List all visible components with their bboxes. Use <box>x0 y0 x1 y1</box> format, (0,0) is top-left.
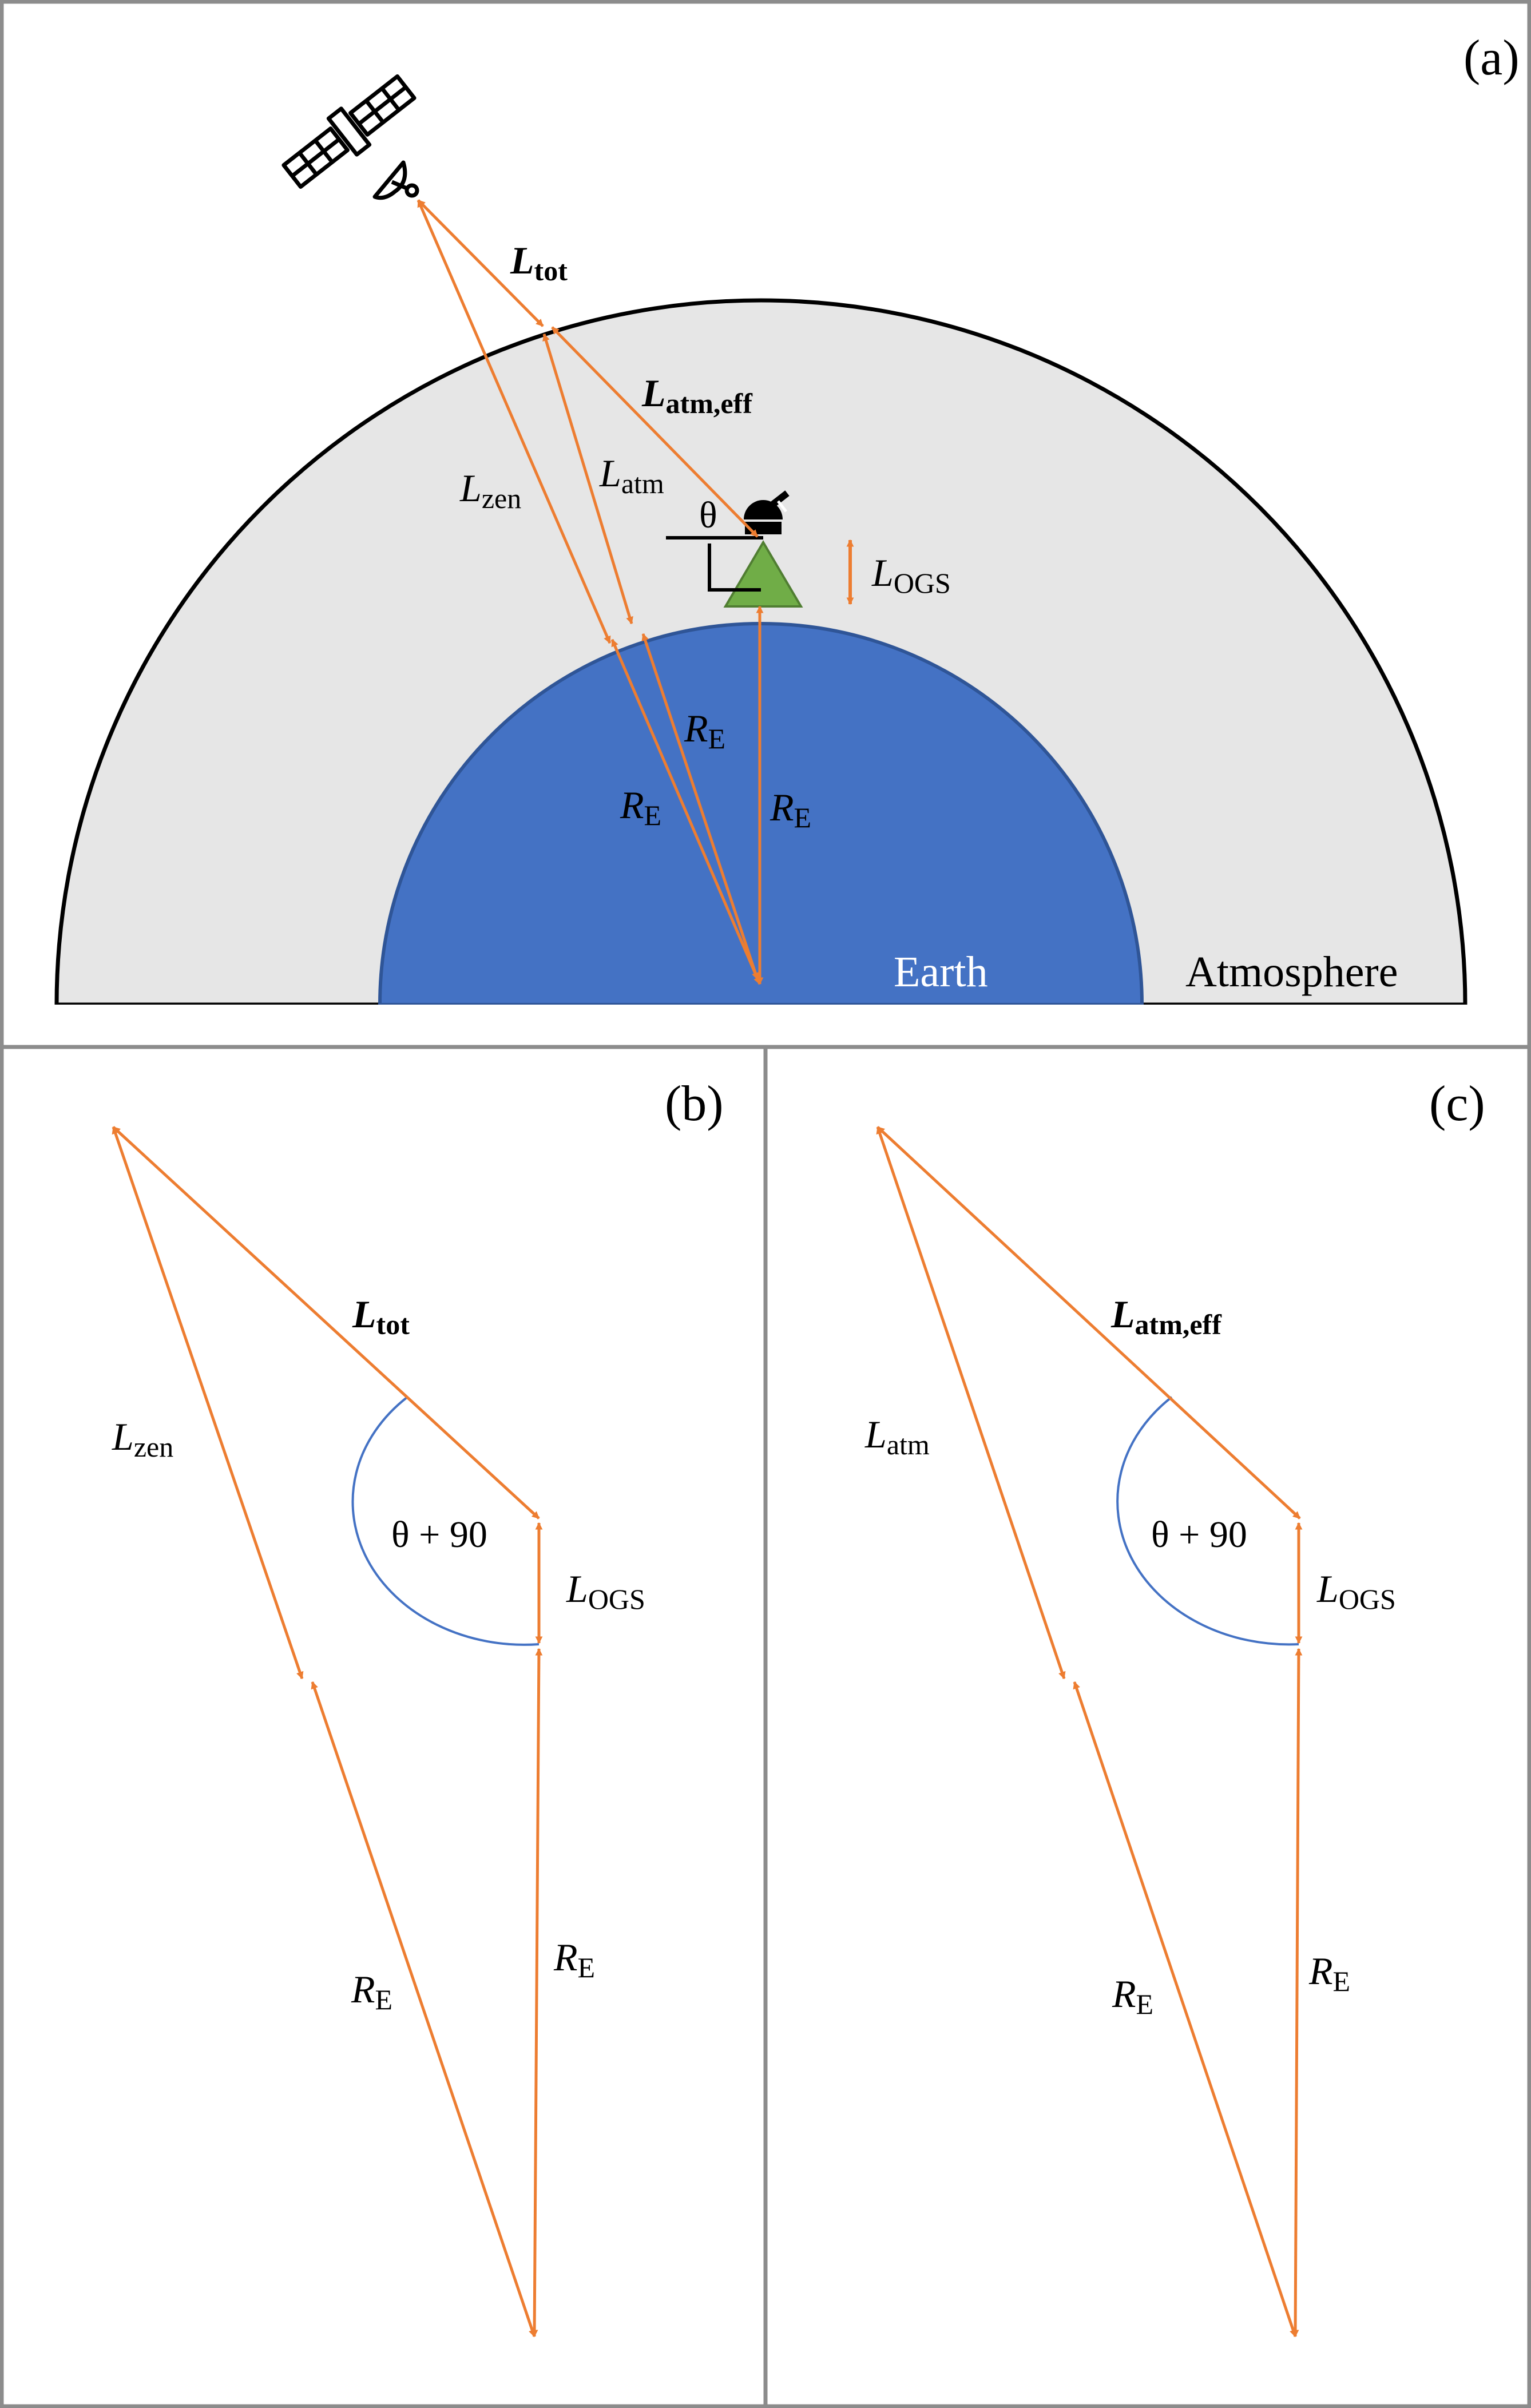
satellite-icon <box>281 74 419 200</box>
arrow-l-atm-eff-c <box>876 1126 1301 1520</box>
label-r-e-mid: RE <box>684 707 725 755</box>
panel-a: (a) Ltot Latm,eff Lzen Latm θ LOGS RE RE… <box>54 30 1520 1005</box>
arrow-l-atm <box>542 333 633 625</box>
label-l-ogs: LOGS <box>871 551 951 599</box>
arrow-r-e-right-c <box>1291 1648 1303 2338</box>
label-r-e-left-b: RE <box>351 1967 392 2016</box>
label-r-e-right-b: RE <box>553 1935 595 1983</box>
label-l-atm: Latm <box>599 451 664 499</box>
panel-c-tag: (c) <box>1429 1076 1485 1132</box>
label-l-atm-eff-c: Latm,eff <box>1110 1292 1222 1340</box>
label-l-tot-b: Ltot <box>352 1292 410 1340</box>
arrow-r-e-mid <box>641 633 759 981</box>
label-r-e-left-c: RE <box>1112 1972 1153 2020</box>
label-l-ogs-b: LOGS <box>566 1567 645 1615</box>
label-l-atm-eff: Latm,eff <box>641 371 753 419</box>
panel-b: (b) Ltot Lzen θ + 90 LOGS RE RE <box>112 1076 724 2338</box>
label-l-zen-b: Lzen <box>112 1415 173 1463</box>
panel-c-arrows <box>876 1126 1303 2338</box>
arrow-l-tot-b <box>112 1126 540 1520</box>
label-l-tot: Ltot <box>510 239 568 287</box>
arrow-r-e-left-b <box>311 1681 536 2338</box>
panel-a-tag: (a) <box>1463 30 1520 86</box>
label-r-e-right: RE <box>770 786 811 834</box>
panel-a-arrows <box>417 199 854 985</box>
label-atmosphere: Atmosphere <box>1185 948 1398 996</box>
label-angle-c: θ + 90 <box>1151 1514 1247 1556</box>
arrow-l-zen-b <box>112 1126 304 1680</box>
arrow-r-e-right-b <box>530 1648 543 2338</box>
panel-b-tag: (b) <box>665 1076 724 1132</box>
arrow-r-e-left-c <box>1073 1681 1297 2338</box>
elevation-reference-lines <box>666 536 763 592</box>
label-angle-b: θ + 90 <box>391 1514 487 1556</box>
label-l-atm-c: Latm <box>864 1413 930 1461</box>
label-earth: Earth <box>894 948 988 996</box>
panel-c: (c) Latm,eff Latm θ + 90 LOGS RE RE <box>864 1076 1485 2338</box>
label-r-e-right-c: RE <box>1308 1949 1350 1997</box>
label-theta: θ <box>699 494 717 536</box>
panel-b-arrows <box>112 1126 543 2338</box>
label-l-zen: Lzen <box>459 466 521 514</box>
arrow-l-atm-c <box>876 1126 1066 1680</box>
label-l-ogs-c: LOGS <box>1316 1567 1396 1615</box>
label-r-e-left: RE <box>620 783 661 831</box>
